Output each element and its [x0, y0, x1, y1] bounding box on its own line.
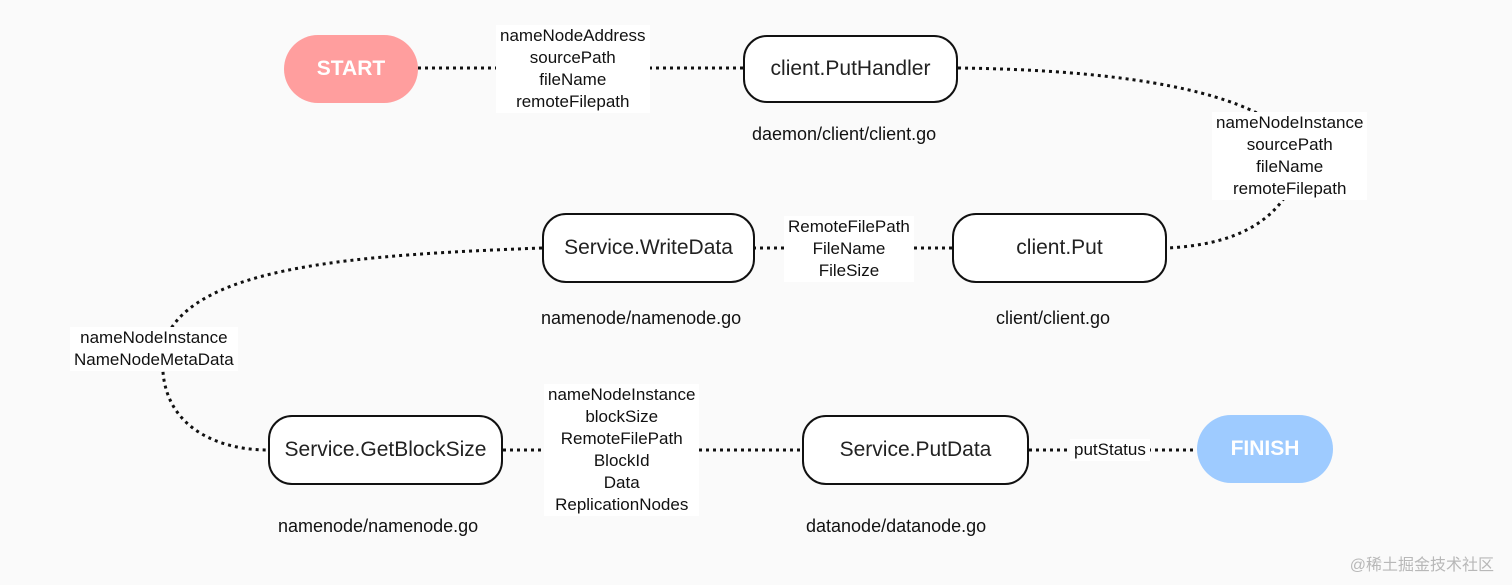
get-block-size-node: Service.GetBlockSize: [268, 415, 503, 485]
param: remoteFilepath: [516, 92, 630, 111]
param: sourcePath: [529, 48, 616, 67]
put-handler-file-path: daemon/client/client.go: [752, 124, 937, 144]
put-handler-node: client.PutHandler: [743, 35, 958, 103]
param: BlockId: [593, 451, 650, 470]
start-node: START: [284, 35, 418, 103]
param: FileName: [812, 239, 886, 258]
watermark: @稀土掘金技术社区: [1349, 557, 1494, 574]
edge-label-getblocksize-to-putdata: nameNodeInstance blockSize RemoteFilePat…: [544, 384, 700, 516]
edge-label-put-to-writedata: RemoteFilePath FileName FileSize: [784, 216, 914, 282]
edge-label-putdata-to-finish: putStatus: [1070, 439, 1150, 461]
param: Data: [603, 473, 640, 492]
param: sourcePath: [1246, 135, 1333, 154]
param: nameNodeInstance: [80, 328, 228, 347]
write-data-file-path: namenode/namenode.go: [541, 308, 742, 328]
param: nameNodeInstance: [1216, 113, 1364, 132]
finish-node: FINISH: [1197, 415, 1333, 483]
param: fileName: [539, 70, 607, 89]
param: nameNodeAddress: [500, 26, 646, 45]
get-block-size-file-path: namenode/namenode.go: [278, 516, 479, 536]
edge-label-handler-to-put: nameNodeInstance sourcePath fileName rem…: [1212, 112, 1368, 200]
edge-label-writedata-to-getblocksize: nameNodeInstance NameNodeMetaData: [70, 327, 238, 371]
put-data-file-path: datanode/datanode.go: [806, 516, 987, 536]
write-data-node: Service.WriteData: [542, 213, 755, 283]
param: remoteFilepath: [1233, 179, 1347, 198]
param: putStatus: [1074, 440, 1146, 459]
client-put-node: client.Put: [952, 213, 1167, 283]
param: NameNodeMetaData: [74, 350, 234, 369]
param: ReplicationNodes: [555, 495, 689, 514]
param: FileSize: [818, 261, 880, 280]
param: blockSize: [585, 407, 659, 426]
param: nameNodeInstance: [548, 385, 696, 404]
put-data-node: Service.PutData: [802, 415, 1029, 485]
edge-writedata-to-getblocksize: [161, 246, 543, 452]
param: RemoteFilePath: [560, 429, 683, 448]
client-put-file-path: client/client.go: [996, 308, 1111, 328]
param: RemoteFilePath: [788, 217, 910, 236]
param: fileName: [1256, 157, 1324, 176]
edge-label-start-to-handler: nameNodeAddress sourcePath fileName remo…: [496, 25, 650, 113]
